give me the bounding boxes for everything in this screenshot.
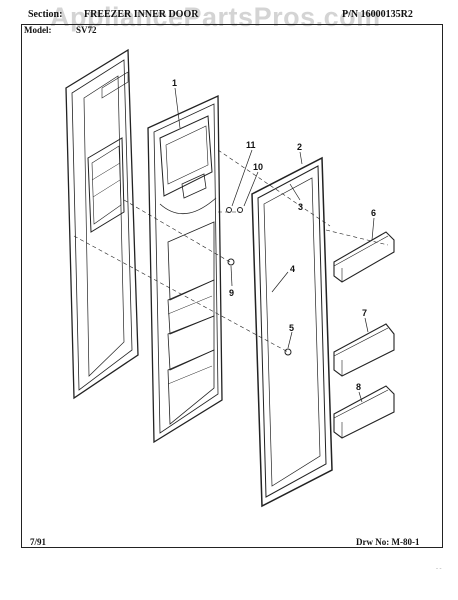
outer-door-panel — [65, 48, 139, 400]
bolt-part — [237, 207, 243, 213]
callout-2: 2 — [297, 142, 302, 152]
section-title: FREEZER INNER DOOR — [84, 9, 199, 20]
callout-10: 10 — [253, 162, 263, 172]
diagram-frame — [21, 24, 443, 548]
model-value: SV72 — [76, 25, 97, 35]
drawing-number: Drw No: M-80-1 — [356, 537, 420, 547]
callout-6: 6 — [371, 208, 376, 218]
screw-part — [284, 348, 292, 356]
door-shelf-upper — [333, 231, 395, 283]
callout-5: 5 — [289, 323, 294, 333]
callout-1: 1 — [172, 78, 177, 88]
part-number: P/N 16000135R2 — [342, 9, 413, 20]
watermark: AppliancePartsPros.com — [50, 2, 381, 32]
washer-part — [226, 207, 232, 213]
callout-8: 8 — [356, 382, 361, 392]
door-shelf-middle — [333, 323, 395, 377]
model-label: Model: — [24, 25, 52, 35]
callout-4: 4 — [290, 264, 295, 274]
callout-7: 7 — [362, 308, 367, 318]
door-shelf-lower — [333, 385, 395, 439]
corner-mark: - - — [436, 566, 442, 572]
footer-date: 7/91 — [30, 537, 47, 547]
callout-3: 3 — [298, 202, 303, 212]
section-label: Section: — [28, 9, 63, 20]
inner-door-liner — [147, 94, 223, 444]
plug-part — [227, 258, 235, 266]
callout-9: 9 — [229, 288, 234, 298]
callout-11: 11 — [246, 140, 256, 150]
